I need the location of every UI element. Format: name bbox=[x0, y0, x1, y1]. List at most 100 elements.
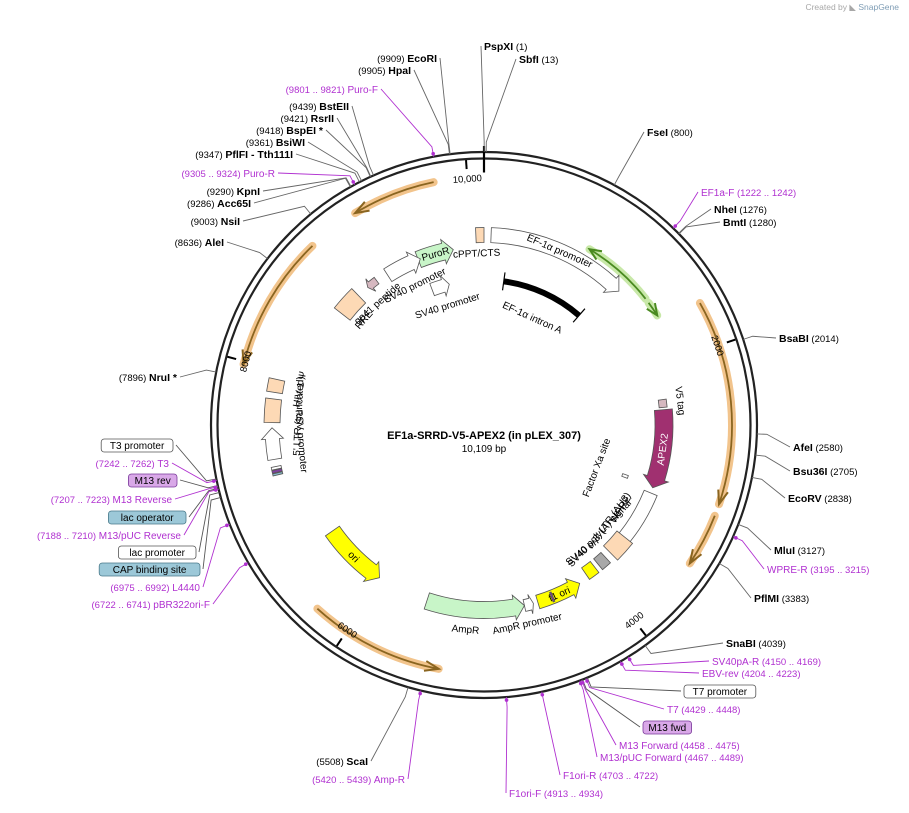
site-fsei[interactable]: FseI (800) bbox=[647, 127, 693, 139]
site-pflfi-tth111i[interactable]: (9347) PflFI - Tth111I bbox=[195, 149, 293, 161]
feature-tag-lac-operator[interactable]: lac operator bbox=[108, 510, 187, 525]
site-pflmi[interactable]: PflMI (3383) bbox=[754, 593, 809, 605]
site-rsrii[interactable]: (9421) RsrII bbox=[281, 113, 335, 125]
site-label: SbfI (13) bbox=[519, 54, 558, 66]
site-label: (9286) Acc65I bbox=[187, 198, 251, 210]
plasmid-size: 10,109 bp bbox=[462, 444, 507, 455]
primer-mark bbox=[243, 562, 248, 567]
feature-f1-ori[interactable]: f1 ori bbox=[535, 578, 581, 610]
site-label: PflMI (3383) bbox=[754, 593, 809, 605]
primer-name: SV40pA-R bbox=[712, 657, 759, 668]
primer-coord: (9801 .. 9821) bbox=[286, 85, 348, 96]
primer-label: F1ori-F (4913 .. 4934) bbox=[509, 789, 603, 800]
primer-sv40pa-r[interactable]: SV40pA-R (4150 .. 4169) bbox=[627, 657, 821, 668]
feature-tag-lac-promoter[interactable]: lac promoter bbox=[118, 545, 197, 560]
site-coord: (3127) bbox=[795, 546, 825, 557]
feature-apex2[interactable]: APEX2 bbox=[642, 408, 674, 489]
orf-arrow-inner-0 bbox=[585, 245, 650, 303]
feature-m13-fwd[interactable] bbox=[549, 591, 556, 603]
primer-wpre-r[interactable]: WPRE-R (3195 .. 3215) bbox=[734, 536, 869, 576]
feature-t3-promoter[interactable] bbox=[270, 465, 282, 471]
site-bsu36i[interactable]: Bsu36I (2705) bbox=[793, 466, 858, 478]
feature-ori[interactable]: ori bbox=[324, 525, 380, 583]
feature-m13-rev[interactable] bbox=[271, 468, 283, 474]
primer-coord: (6722 .. 6741) bbox=[92, 600, 154, 611]
site-label: MluI (3127) bbox=[774, 545, 825, 557]
primer-t3[interactable]: (7242 .. 7262) T3 bbox=[96, 459, 216, 483]
site-afei[interactable]: AfeI (2580) bbox=[793, 442, 843, 454]
primer-m13-reverse[interactable]: (7207 .. 7223) M13 Reverse bbox=[51, 485, 217, 506]
feature-tag-t3-promoter[interactable]: T3 promoter bbox=[100, 438, 174, 453]
feature-ef-1a-intron-a[interactable]: EF-1α intron A bbox=[500, 272, 586, 337]
feature-cppt-cts[interactable]: cPPT/CTS bbox=[453, 227, 501, 261]
feature-tag-t7-promoter[interactable]: T7 promoter bbox=[683, 684, 757, 699]
feature-lac-operator[interactable] bbox=[272, 471, 284, 477]
feature-tag-m13-rev[interactable]: M13 rev bbox=[127, 473, 178, 488]
site-label: (9290) KpnI bbox=[207, 186, 261, 198]
primer-f1ori-f[interactable]: F1ori-F (4913 .. 4934) bbox=[504, 698, 603, 800]
primer-l4440[interactable]: (6975 .. 6992) L4440 bbox=[110, 523, 229, 594]
tick-8000: 8000 bbox=[227, 350, 254, 373]
feature-factor-xa-site[interactable]: Factor Xa site bbox=[581, 437, 629, 499]
tag-box bbox=[100, 438, 174, 453]
site-nhei[interactable]: NheI (1276) bbox=[714, 204, 767, 216]
site-scai[interactable]: (5508) ScaI bbox=[316, 756, 368, 768]
feature-label: APEX2 bbox=[656, 432, 671, 466]
primer-label: (9305 .. 9324) Puro-R bbox=[182, 169, 275, 180]
primer-puro-f[interactable]: (9801 .. 9821) Puro-F bbox=[286, 85, 435, 156]
feature-ampr[interactable]: AmpR bbox=[423, 592, 525, 637]
primer-ebv-rev[interactable]: EBV-rev (4204 .. 4223) bbox=[620, 662, 800, 680]
site-mlui[interactable]: MluI (3127) bbox=[774, 545, 825, 557]
primer-label: (7242 .. 7262) T3 bbox=[96, 459, 170, 470]
site-name: EcoRV bbox=[788, 493, 822, 505]
site-bsabi[interactable]: BsaBI (2014) bbox=[779, 333, 839, 345]
site-name: FseI bbox=[647, 127, 668, 139]
primer-label: EF1a-F (1222 .. 1242) bbox=[701, 188, 796, 199]
primer-mark bbox=[211, 479, 216, 483]
primer-pbr322ori-f[interactable]: (6722 .. 6741) pBR322ori-F bbox=[92, 562, 248, 611]
site-coord: (1) bbox=[513, 42, 527, 53]
site-bmti[interactable]: BmtI (1280) bbox=[723, 217, 776, 229]
primer-mark bbox=[418, 691, 422, 696]
site-pspxi[interactable]: PspXI (1) bbox=[484, 41, 527, 53]
site-bspei[interactable]: (9418) BspEI * bbox=[256, 125, 324, 137]
feature-tag-m13-fwd[interactable]: M13 fwd bbox=[642, 720, 692, 735]
site-nrui[interactable]: (7896) NruI * bbox=[119, 372, 178, 384]
feature-puror[interactable]: PuroR bbox=[414, 238, 454, 269]
site-label: BsaBI (2014) bbox=[779, 333, 839, 345]
primer-ef1a-f[interactable]: EF1a-F (1222 .. 1242) bbox=[673, 188, 796, 228]
site-label: (9905) HpaI bbox=[358, 65, 411, 77]
site-ecori[interactable]: (9909) EcoRI bbox=[377, 53, 437, 65]
site-hpai[interactable]: (9905) HpaI bbox=[358, 65, 411, 77]
site-coord: (2705) bbox=[827, 467, 857, 478]
primer-mark bbox=[620, 662, 624, 666]
site-bsteii[interactable]: (9439) BstEII bbox=[289, 101, 349, 113]
primer-puro-r[interactable]: (9305 .. 9324) Puro-R bbox=[182, 169, 356, 184]
site-coord: (1276) bbox=[737, 205, 767, 216]
tick-4000: 4000 bbox=[623, 610, 647, 637]
primer-t7[interactable]: T7 (4429 .. 4448) bbox=[585, 679, 740, 716]
primer-label: F1ori-R (4703 .. 4722) bbox=[563, 771, 658, 782]
primer-mark bbox=[578, 681, 583, 686]
site-acc65i[interactable]: (9286) Acc65I bbox=[187, 198, 251, 210]
primer-mark bbox=[585, 679, 589, 683]
site-name: AleI bbox=[205, 237, 224, 249]
site-coord: (13) bbox=[539, 55, 559, 66]
feature-tag-cap-binding-site[interactable]: CAP binding site bbox=[98, 562, 201, 577]
site-alei[interactable]: (8636) AleI bbox=[175, 237, 224, 249]
primer-f1ori-r[interactable]: F1ori-R (4703 .. 4722) bbox=[540, 692, 659, 782]
primer-amp-r[interactable]: (5420 .. 5439) Amp-R bbox=[312, 691, 422, 786]
site-kpni[interactable]: (9290) KpnI bbox=[207, 186, 261, 198]
site-snabi[interactable]: SnaBI (4039) bbox=[726, 638, 786, 650]
primer-name: T7 bbox=[667, 705, 679, 716]
primer-m13-puc-forward[interactable]: M13/pUC Forward (4467 .. 4489) bbox=[578, 681, 744, 764]
site-bsiwi[interactable]: (9361) BsiWI bbox=[246, 137, 305, 149]
site-coord: (9909) bbox=[377, 54, 407, 65]
feature-v5-tag[interactable]: V5 tag bbox=[657, 386, 687, 416]
site-sbfi[interactable]: SbfI (13) bbox=[519, 54, 558, 66]
site-nsii[interactable]: (9003) NsiI bbox=[191, 216, 240, 228]
site-ecorv[interactable]: EcoRV (2838) bbox=[788, 493, 852, 505]
primer-coord: (4429 .. 4448) bbox=[679, 705, 741, 716]
primer-name: M13 Reverse bbox=[113, 495, 173, 506]
feature-5-ltr-truncated[interactable]: 5' LTR (truncated) bbox=[263, 376, 307, 456]
